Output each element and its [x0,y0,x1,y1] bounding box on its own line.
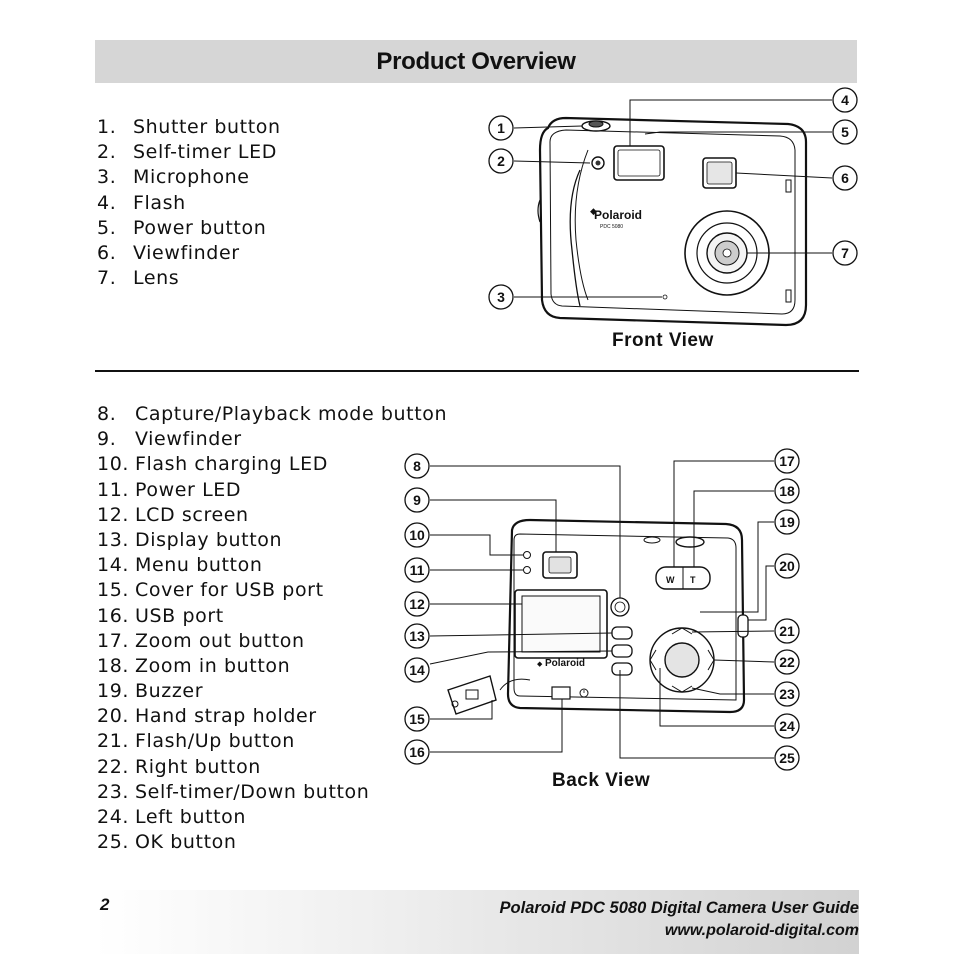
front-parts-list: 1.Shutter button 2.Self-timer LED 3.Micr… [97,115,281,291]
callout-2: 2 [488,148,514,174]
callout-3: 3 [488,284,514,310]
svg-text:19: 19 [779,514,795,530]
svg-text:13: 13 [409,628,425,644]
svg-text:8: 8 [413,458,421,474]
callout-12: 12 [404,591,430,617]
list-item: 24.Left button [97,806,247,828]
list-item: 11.Power LED [97,478,242,501]
back-camera-body [447,518,749,715]
diamond-icon: ◆ [590,207,597,217]
svg-text:10: 10 [409,527,425,543]
footer-bar [95,890,859,954]
back-view-caption: Back View [552,770,651,791]
callout-25: 25 [774,745,800,771]
svg-text:24: 24 [779,718,795,734]
callout-20: 20 [774,553,800,579]
callout-8: 8 [404,453,430,479]
callout-6: 6 [832,165,858,191]
svg-text:25: 25 [779,750,795,766]
svg-text:20: 20 [779,558,795,574]
list-item: 2.Self-timer LED [97,141,277,164]
zoom-out-label: W [666,575,675,585]
list-item: 6.Viewfinder [97,241,240,264]
header-bar: Product Overview [95,40,857,83]
callout-18: 18 [774,478,800,504]
callout-19: 19 [774,509,800,535]
guide-title: Polaroid PDC 5080 Digital Camera User Gu… [499,899,859,917]
list-item: 13.Display button [97,528,283,551]
list-item: 14.Menu button [97,554,263,577]
list-item: 1.Shutter button [97,116,281,138]
list-item: 19.Buzzer [97,680,204,703]
callout-11: 11 [404,557,430,583]
list-item: 18.Zoom in button [97,654,291,677]
list-item: 12.LCD screen [97,503,249,526]
callout-21: 21 [774,618,800,644]
list-item: 7.Lens [97,267,180,290]
website-url: www.polaroid-digital.com [664,922,859,939]
list-item: 16.USB port [97,604,224,627]
callout-9: 9 [404,487,430,513]
callout-13: 13 [404,623,430,649]
svg-text:1: 1 [497,120,505,136]
callout-5: 5 [832,119,858,145]
svg-text:12: 12 [409,596,425,612]
front-brand-logo: Polaroid [594,208,642,222]
svg-text:3: 3 [497,289,505,305]
list-item: 17.Zoom out button [97,629,305,652]
diamond-icon: ◆ [537,660,543,668]
svg-text:9: 9 [413,492,421,508]
svg-text:21: 21 [779,623,795,639]
callout-4: 4 [832,87,858,113]
section-divider [95,370,859,372]
list-item: 20.Hand strap holder [97,705,317,728]
front-view-caption: Front View [612,330,714,351]
svg-text:15: 15 [409,711,425,727]
list-item: 5.Power button [97,216,267,239]
svg-text:23: 23 [779,686,795,702]
list-item: 8.Capture/Playback mode button [97,403,448,425]
svg-text:17: 17 [779,453,795,469]
svg-text:18: 18 [779,483,795,499]
callout-7: 7 [832,240,858,266]
callout-22: 22 [774,649,800,675]
zoom-in-label: T [690,575,696,585]
list-item: 23.Self-timer/Down button [97,780,370,803]
callout-24: 24 [774,713,800,739]
callout-1: 1 [488,115,514,141]
callout-10: 10 [404,522,430,548]
list-item: 25.OK button [97,831,237,854]
front-model-label: PDC 5080 [600,224,623,230]
page-title: Product Overview [376,48,576,75]
callout-15: 15 [404,706,430,732]
back-parts-list: 8.Capture/Playback mode button 9.Viewfin… [97,402,447,855]
page-number: 2 [100,895,110,914]
list-item: 21.Flash/Up button [97,730,295,753]
front-camera-body [537,116,808,327]
back-brand-logo: Polaroid [545,658,585,669]
svg-text:4: 4 [841,92,849,108]
svg-text:22: 22 [779,654,795,670]
svg-text:6: 6 [841,170,849,186]
list-item: 9.Viewfinder [97,428,242,451]
back-leader-lines [429,460,775,759]
svg-text:2: 2 [497,153,505,169]
svg-text:14: 14 [409,662,425,678]
callout-23: 23 [774,681,800,707]
list-item: 4.Flash [97,191,186,214]
svg-text:16: 16 [409,744,425,760]
list-item: 10.Flash charging LED [97,453,328,476]
svg-text:11: 11 [410,562,425,578]
front-leader-lines [513,99,833,298]
callout-14: 14 [404,657,430,683]
list-item: 3.Microphone [97,166,250,189]
callout-16: 16 [404,739,430,765]
svg-text:7: 7 [841,245,849,261]
callout-17: 17 [774,448,800,474]
list-item: 15.Cover for USB port [97,579,324,602]
svg-text:5: 5 [841,124,849,140]
list-item: 22.Right button [97,755,261,778]
